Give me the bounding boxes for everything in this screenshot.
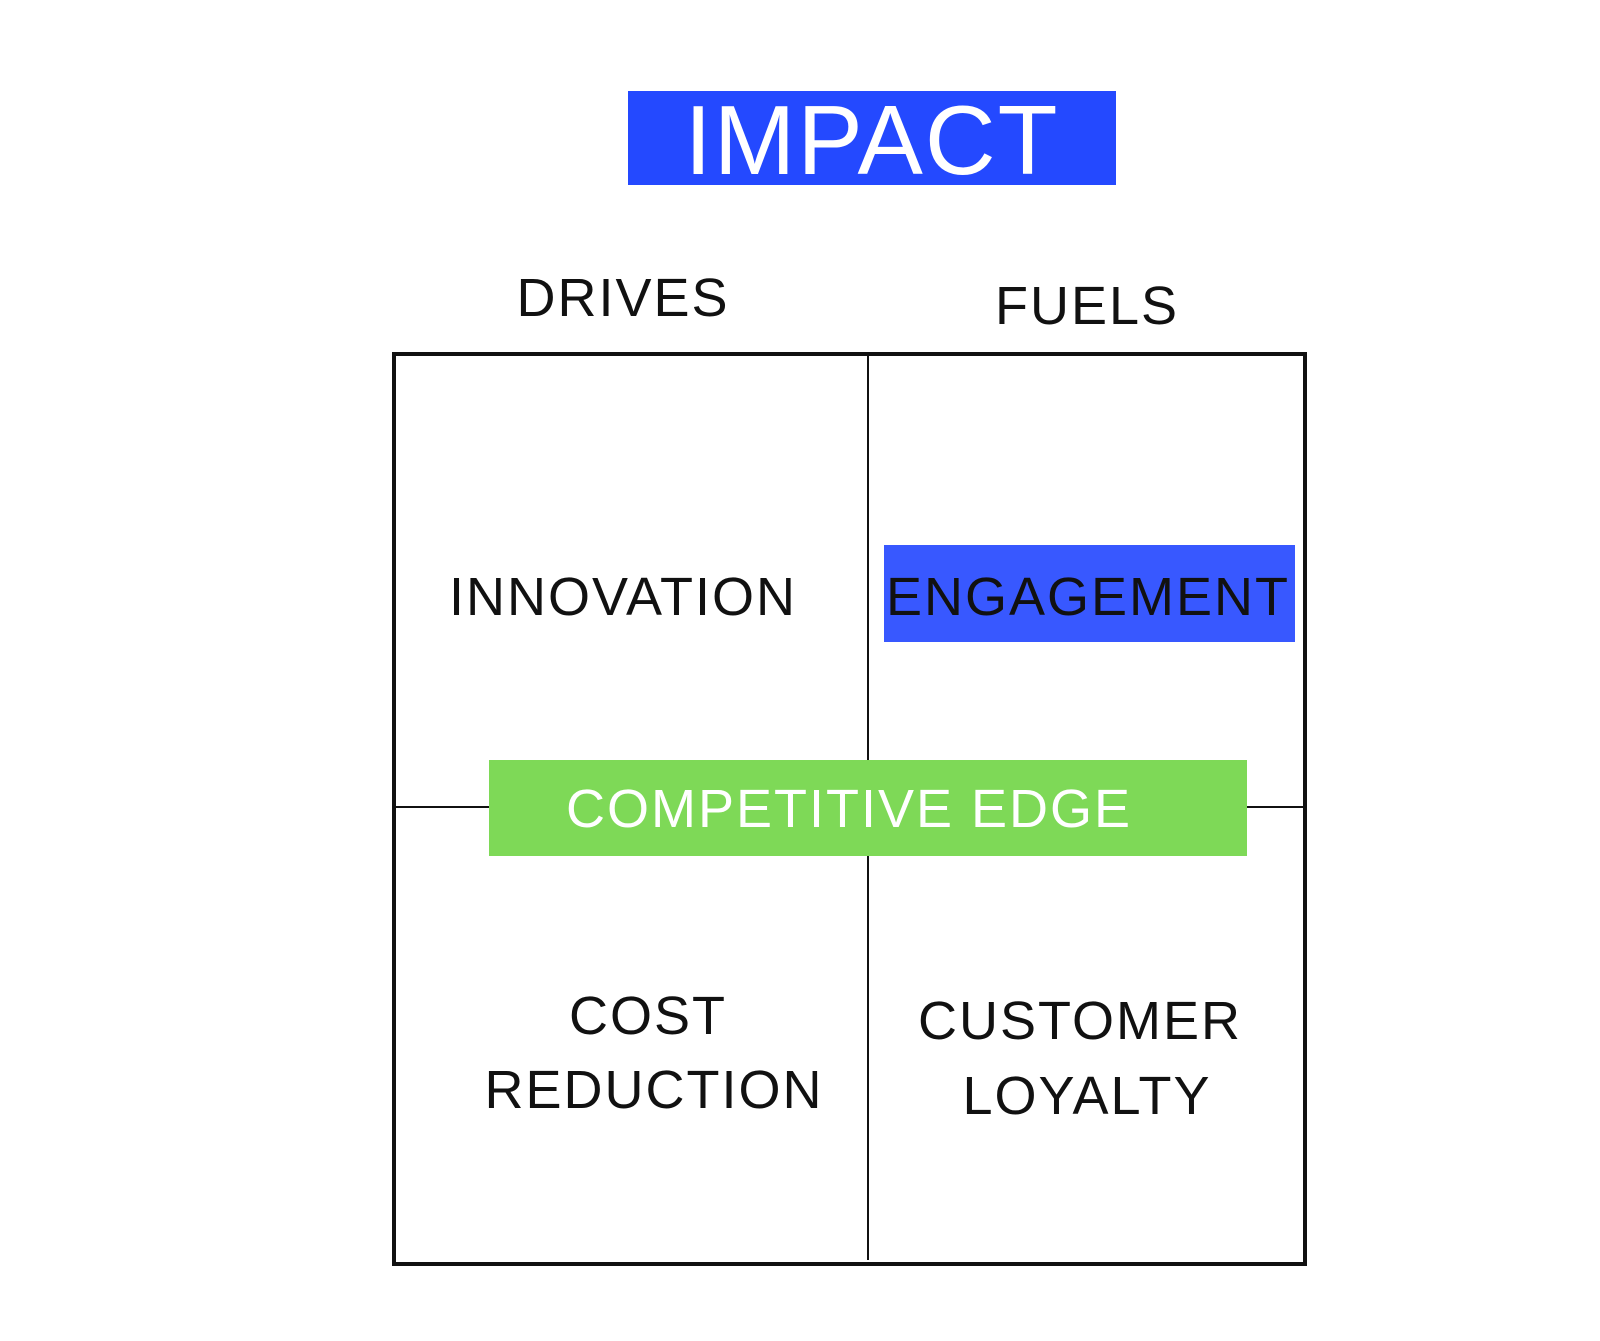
competitive-edge-label: COMPETITIVE EDGE (565, 779, 1133, 839)
engagement-highlight (884, 545, 1295, 642)
quadrant-cost-line2: REDUCTION (484, 1060, 824, 1120)
quadrant-loyalty-line1: CUSTOMER (917, 991, 1243, 1051)
quadrant-innovation: INNOVATION (448, 567, 798, 627)
diagram-title: IMPACT (684, 85, 1060, 195)
quadrant-cost-line1: COST (568, 986, 728, 1046)
title-banner (628, 91, 1116, 185)
quadrant-engagement: ENGAGEMENT (885, 567, 1291, 627)
column-label-drives: DRIVES (516, 268, 730, 328)
quadrant-loyalty-line2: LOYALTY (962, 1066, 1212, 1126)
quadrant-grid (392, 352, 1307, 1266)
competitive-edge-banner (489, 760, 1247, 856)
column-label-fuels: FUELS (994, 276, 1180, 336)
